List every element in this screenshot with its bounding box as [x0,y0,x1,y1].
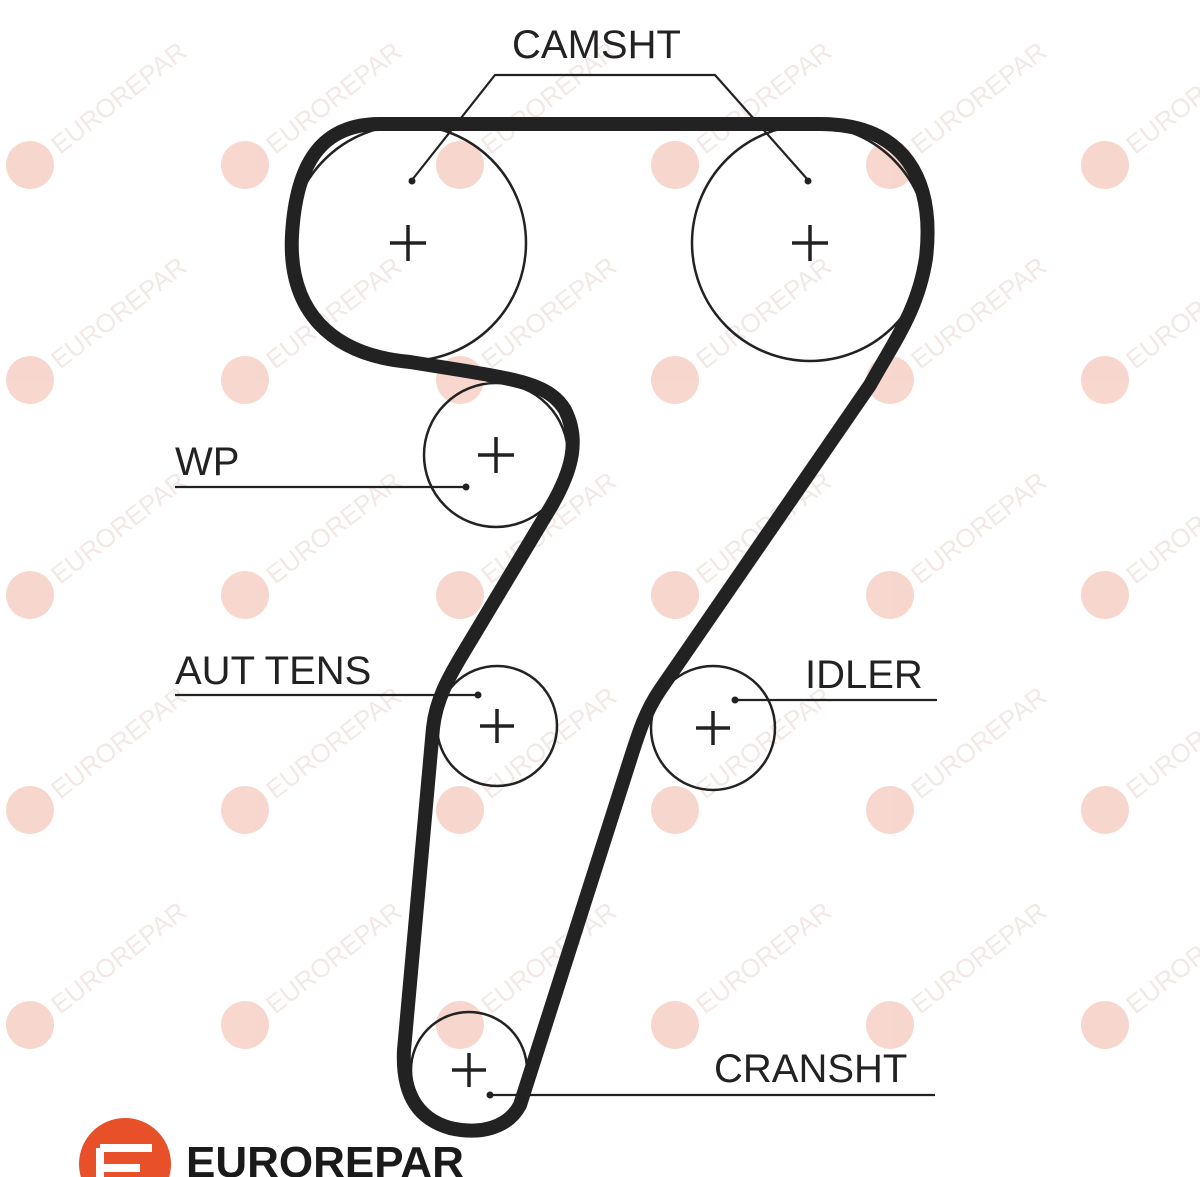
brand-logo: EUROREPAR [79,1118,464,1177]
watermark-text: EUROREPAR [45,251,192,375]
watermark-icon [651,786,699,834]
idler-pulley [649,664,777,792]
watermark-icon [6,141,54,189]
dot-tens [474,691,482,699]
watermark-icon [6,356,54,404]
watermark-icon [436,141,484,189]
watermark-text: EUROREPAR [1120,36,1200,160]
watermark-text: EUROREPAR [1120,466,1200,590]
watermark-logo: EUROREPAR [6,251,192,404]
watermark-logo: EUROREPAR [6,896,192,1049]
watermark-icon [6,1001,54,1049]
watermark-logo: EUROREPAR [221,466,407,619]
watermark-icon [221,1001,269,1049]
dot-idler [731,696,739,704]
dot-wp [462,483,470,491]
leader-dots [408,177,812,1099]
label-camshaft: CAMSHT [512,23,681,67]
label-auto-tensioner: AUT TENS [175,649,371,693]
center-cross-cam-left [390,225,426,261]
dot-cam-left [408,177,416,185]
pulley-centers [390,225,828,1087]
watermark-logo: EUROREPAR [1081,681,1200,834]
watermark-text: EUROREPAR [690,36,837,160]
dot-cam-right [804,177,812,185]
watermark-icon [221,356,269,404]
watermark-icon [1081,356,1129,404]
watermark-text: EUROREPAR [690,251,837,375]
watermark-logo: EUROREPAR [651,251,837,404]
label-idler: IDLER [805,653,923,697]
watermark-logo: EUROREPAR [436,681,622,834]
watermark-icon [866,1001,914,1049]
watermark-icon [6,571,54,619]
watermark-logo: EUROREPAR [6,681,192,834]
watermark-logo: EUROREPAR [651,681,837,834]
watermark-icon [436,786,484,834]
watermark-text: EUROREPAR [905,466,1052,590]
watermark-logo: EUROREPAR [866,896,1052,1049]
watermark-text: EUROREPAR [260,466,407,590]
watermark-logo: EUROREPAR [866,681,1052,834]
watermark-text: EUROREPAR [905,36,1052,160]
watermark-text: EUROREPAR [1120,681,1200,805]
watermark-text: EUROREPAR [260,681,407,805]
watermark-icon [651,1001,699,1049]
watermark-text: EUROREPAR [905,896,1052,1020]
watermark-icon [651,141,699,189]
watermark-logo: EUROREPAR [221,896,407,1049]
watermark-logo: EUROREPAR [6,36,192,189]
watermark-logo: EUROREPAR [651,466,837,619]
dot-crank [486,1091,494,1099]
watermark-logo: EUROREPAR [866,36,1052,189]
watermark-icon [866,571,914,619]
brand-logo-e-glyph [96,1144,152,1177]
watermark-icon [1081,141,1129,189]
watermark-icon [221,786,269,834]
watermark-icon [1081,571,1129,619]
watermark-text: EUROREPAR [45,681,192,805]
watermark-text: EUROREPAR [260,896,407,1020]
watermark-icon [436,571,484,619]
watermark-icon [1081,1001,1129,1049]
center-cross-crank [452,1053,486,1087]
timing-belt [284,117,935,1138]
watermark-icon [221,141,269,189]
center-cross-wp [478,437,514,473]
watermark-text: EUROREPAR [45,466,192,590]
watermark-icon [221,571,269,619]
watermark-text: EUROREPAR [45,36,192,160]
watermark-logo: EUROREPAR [866,466,1052,619]
watermark-icon [436,1001,484,1049]
center-cross-tens [480,709,514,743]
watermark-text: EUROREPAR [1120,896,1200,1020]
watermark-logo: EUROREPAR [436,896,622,1049]
center-cross-cam-right [792,225,828,261]
center-cross-idler [696,711,730,745]
leader-lines [175,73,937,1097]
watermark-icon [651,571,699,619]
watermark-icon [6,786,54,834]
watermark-logo: EUROREPAR [1081,36,1200,189]
watermark-text: EUROREPAR [45,896,192,1020]
watermark-logo: EUROREPAR [221,681,407,834]
watermark-text: EUROREPAR [690,896,837,1020]
watermark-logo: EUROREPAR [1081,251,1200,404]
watermark-icon [651,356,699,404]
brand-name: EUROREPAR [186,1138,464,1177]
label-water-pump: WP [175,440,239,484]
watermark-text: EUROREPAR [1120,251,1200,375]
watermark-logo: EUROREPAR [1081,896,1200,1049]
watermark-logo: EUROREPAR [651,896,837,1049]
watermark-icon [866,786,914,834]
leader-camshaft [411,73,809,181]
watermark-logo: EUROREPAR [1081,466,1200,619]
watermark-text: EUROREPAR [475,251,622,375]
watermark-logo: EUROREPAR [6,466,192,619]
label-crankshaft: CRANSHT [714,1047,907,1091]
watermark-icon [1081,786,1129,834]
